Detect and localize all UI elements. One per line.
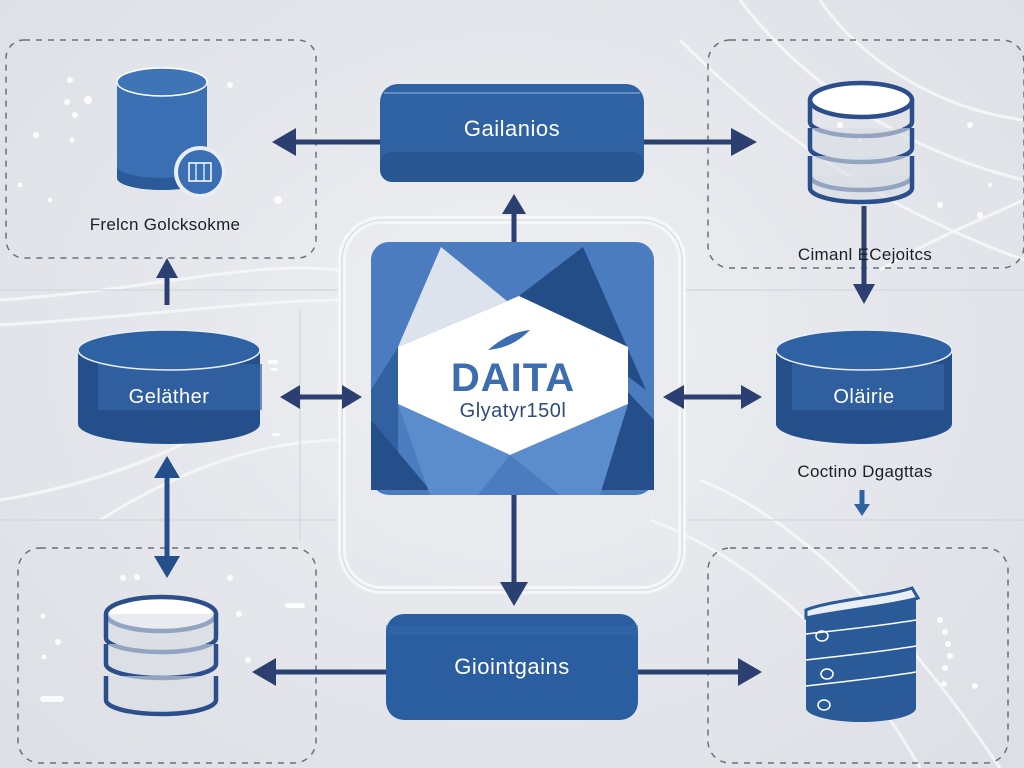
- arrow-right-to-bottom-right: [854, 490, 870, 516]
- node-left-cylinder[interactable]: [77, 329, 262, 444]
- arrow-top-right-to-right: [853, 206, 875, 304]
- arrows: [154, 128, 875, 686]
- node-top-label: Gailanios: [463, 116, 561, 141]
- center-data-tile[interactable]: [371, 242, 654, 495]
- node-top-box[interactable]: [380, 84, 644, 182]
- arrow-center-to-bottom: [500, 495, 528, 606]
- leaf-swoosh-icon: [488, 330, 530, 350]
- server-stack-icon: [804, 586, 921, 722]
- arrow-bottom-to-bottom-left: [252, 658, 386, 686]
- panel-bottom-left-border: [17, 547, 317, 764]
- node-bottom-box[interactable]: [386, 614, 638, 720]
- arrow-center-to-top: [502, 194, 526, 242]
- stacked-database-outline-icon-bottom: [103, 594, 219, 717]
- arrow-bottom-to-bottom-right: [638, 658, 762, 686]
- node-right-cylinder[interactable]: [775, 329, 953, 444]
- stacked-database-outline-icon: [807, 80, 915, 205]
- panel-bottom-right-border: [707, 547, 1009, 764]
- arrow-left-to-bottom-left-bidirectional: [154, 456, 180, 578]
- right-node-caption: Coctino Dgagttas: [797, 462, 933, 481]
- arrow-top-to-top-right: [644, 128, 757, 156]
- arrow-top-to-top-left: [272, 128, 380, 156]
- panel-top-left-caption: Frelcn Golcksokme: [89, 215, 241, 234]
- center-title: DAITA: [450, 356, 576, 400]
- panel-top-left-border: [5, 39, 317, 259]
- node-bottom-label: Giointgains: [454, 654, 570, 679]
- arrow-center-right-bidirectional: [663, 385, 762, 409]
- node-left-label: Geläther: [128, 386, 210, 408]
- arrow-left-to-top-left: [156, 258, 178, 305]
- panel-top-right-caption: Cimanl ECejoitcs: [797, 245, 933, 264]
- decorative-dots: [17, 77, 992, 689]
- database-with-badge-icon: [116, 67, 226, 198]
- arrow-left-center-bidirectional: [280, 385, 362, 409]
- node-right-label: Oläirie: [833, 386, 895, 408]
- center-subtitle: Glyatyr150l: [459, 400, 567, 422]
